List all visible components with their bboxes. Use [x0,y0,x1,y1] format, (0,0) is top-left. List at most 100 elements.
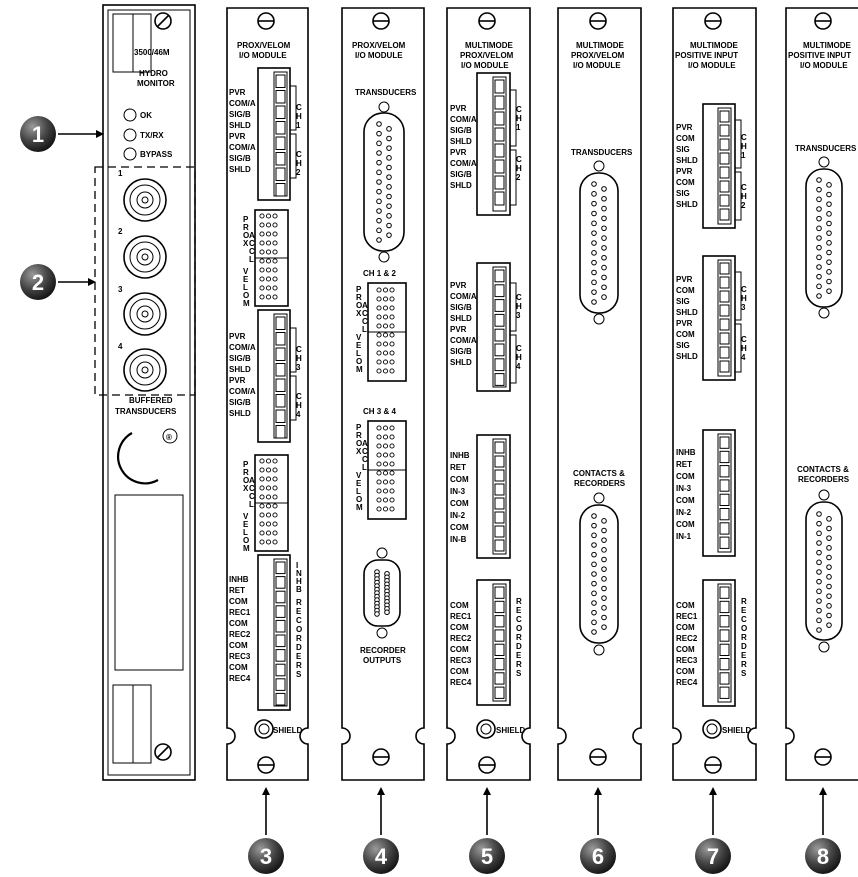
terminal-pin [494,686,505,699]
recorders-vertical-label: O [516,624,522,633]
pin-label: COM [676,601,695,610]
jumper-pin [382,368,389,374]
dsub-pin [601,624,607,630]
pin-label: SIG/B [450,126,472,135]
dsub-pin [826,278,832,285]
channel-label: C [296,150,302,159]
terminal-pin [275,136,286,150]
terminal-block-inhb [476,434,511,559]
accel-label: C [249,239,255,248]
dsub-pin [826,545,832,551]
pin-label: IN-2 [450,511,466,520]
channel-label: C [516,155,522,164]
dsub-pin [601,195,607,202]
shield-terminal-icon [254,719,274,739]
velom-label: E [356,479,362,488]
dsub-pin [376,130,382,137]
shield-label: SHIELD [496,726,526,735]
pin-label: REC4 [450,678,472,687]
dsub-pin [384,609,390,616]
recorders-vertical-label: R [516,660,522,669]
channel-label: C [296,345,302,354]
jumper-pin [259,267,265,273]
dsub-pin [826,288,832,294]
bnc-label-2: 2 [118,227,123,236]
pin-label: PVR [676,275,693,284]
callout-7: 7 [695,838,731,874]
channel-label: 2 [296,168,301,177]
dsub-pin [601,576,607,582]
jumper-pin [389,287,395,293]
jumper-pin [382,359,389,365]
channel-bracket [290,85,297,131]
jumper-pin [272,512,278,518]
jumper-pin [389,296,395,302]
contacts-recorders-label: CONTACTS & [573,469,625,478]
pin-label: SIG [676,297,690,306]
pin-label: REC3 [229,652,251,661]
prox-label: R [356,431,362,440]
pin-label: SHLD [229,165,251,174]
led-label-txrx: TX/RX [140,131,164,140]
jumper-pin [382,443,389,449]
jumper-pin [389,314,395,320]
jumper-pin [259,276,265,282]
model-number: 3500/46M [134,48,170,57]
jumper-pin [376,506,382,512]
contacts-recorders-dsub-connector-icon [579,492,619,656]
prox-label: O [356,301,362,310]
callout-number: 4 [375,844,388,869]
pin-label: SIG/B [450,303,472,312]
recorders-vertical-label: E [516,606,522,615]
pin-label: COM [676,286,695,295]
dsub-pin [591,191,597,197]
dsub-pin [376,159,382,166]
dsub-pin [376,208,382,214]
transducers-label: TRANSDUCERS [115,407,177,416]
pin-label: COM/A [229,99,256,108]
dsub-pin [816,549,822,556]
terminal-pin [275,347,286,361]
jumper-pin [389,470,395,476]
pin-label: SIG/B [450,170,472,179]
callout-number: 5 [481,844,493,869]
dsub-pin [591,522,597,529]
dsub-pin [376,237,382,243]
terminal-block-recorders [257,554,291,711]
jumper-pin [265,512,272,518]
dsub-pin [591,220,597,227]
dsub-pin [816,206,822,212]
led-label-ok: OK [140,111,152,120]
dsub-pin [816,264,822,270]
jumper-pin [259,249,265,255]
terminal-pin [275,605,286,618]
pin-label: SIG [676,145,690,154]
pin-label: SHLD [676,200,698,209]
dsub-pin [591,269,597,276]
terminal-pin [275,692,286,706]
recorders-vertical-label: R [741,660,747,669]
jumper-pin [259,521,265,527]
module-title: PROX/VELOM [352,41,406,50]
velom-label: L [356,487,361,496]
dsub-pin [826,230,832,236]
callout-1: 1 [20,116,56,152]
accel-label: A [249,231,255,240]
jumper-pin [389,479,395,485]
dsub-pin [591,619,597,626]
dsub-pin [376,179,382,185]
dsub-pin [591,230,597,236]
accel-label: L [362,325,367,334]
recorder-outputs-label-2: OUTPUTS [363,656,402,665]
channel-label: C [741,335,747,344]
pin-label: COM [676,472,695,481]
jumper-pin [265,294,272,300]
recorders-vertical-label: O [741,624,747,633]
dsub-pin [826,259,832,265]
dsub-pin [826,574,832,580]
terminal-pin [494,343,505,357]
terminal-pin [494,539,505,552]
dsub-pin [601,585,607,592]
channel-bracket [735,171,742,221]
led-label-bypass: BYPASS [140,150,173,159]
